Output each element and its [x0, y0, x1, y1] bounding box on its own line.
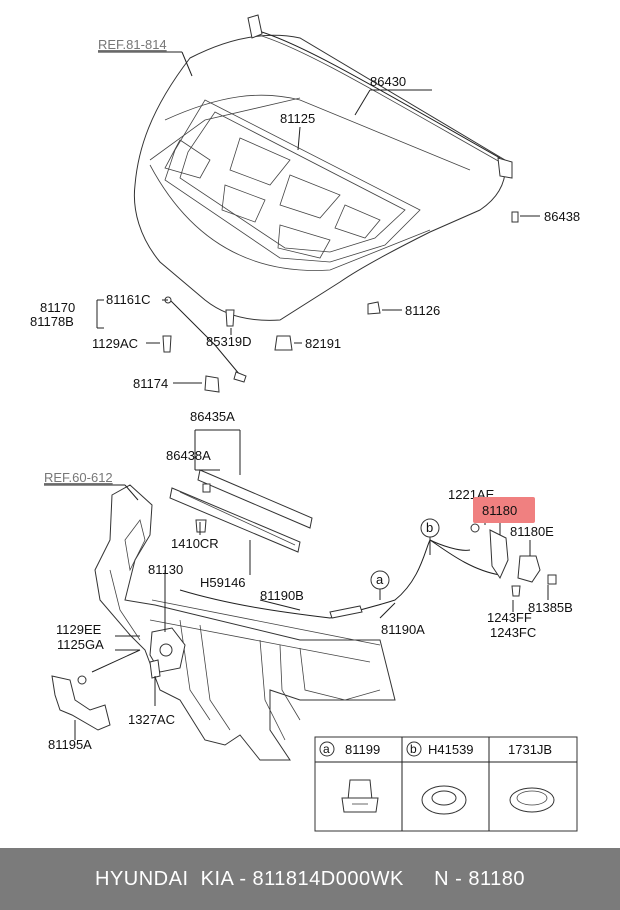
footer-part-number: HYUNDAI KIA - 811814D000WK N - 81180 — [95, 867, 525, 890]
table-letter-b-circle — [406, 741, 422, 757]
ref-panel-label: REF.60-612 — [44, 470, 113, 485]
callout-circle-a — [370, 570, 390, 590]
label-81180e: 81180E — [510, 524, 554, 539]
hood-latch — [149, 627, 186, 679]
side-bracket — [51, 675, 111, 731]
label-1125ga: 1125GA — [57, 637, 104, 652]
label-81385b: 81385B — [528, 600, 573, 615]
callout-a-letter: a — [376, 572, 384, 587]
table-letter-a-circle — [319, 741, 335, 757]
release-cable — [179, 539, 501, 619]
table-letter-a: a — [323, 742, 330, 756]
label-81180: 81180 — [482, 503, 517, 518]
label-1129ac: 1129AC — [92, 336, 138, 351]
callout-circle-b — [420, 518, 440, 538]
table-code-1731jb: 1731JB — [508, 742, 552, 757]
label-81170: 81170 — [40, 300, 75, 315]
label-1243ff: 1243FF — [487, 610, 532, 625]
clip-icon — [341, 779, 379, 813]
release-handle — [470, 523, 557, 597]
hood-panel — [133, 14, 513, 321]
hood-stay-rod — [162, 296, 247, 393]
footer-bar: HYUNDAI KIA - 811814D000WK N - 81180 — [0, 848, 620, 910]
bumper-stop — [225, 211, 519, 351]
parts-table: a 81199 b H41539 1731JB — [314, 736, 578, 832]
label-81161c: 81161C — [106, 292, 151, 307]
label-86435a: 86435A — [190, 409, 235, 424]
label-1327ac: 1327AC — [128, 712, 175, 727]
grommet-icon — [421, 785, 467, 815]
label-81190b: 81190B — [260, 588, 304, 603]
leader-lines — [44, 51, 549, 740]
label-81190a: 81190A — [381, 622, 425, 637]
label-81126: 81126 — [405, 303, 440, 318]
table-code-81199: 81199 — [345, 742, 380, 757]
label-81130: 81130 — [148, 562, 183, 577]
highlight-81180 — [473, 497, 535, 523]
table-letter-b: b — [410, 742, 417, 756]
radiator-support — [94, 484, 396, 761]
label-81195a: 81195A — [48, 737, 92, 752]
ref-hood-label: REF.81-814 — [98, 37, 167, 52]
label-85319d: 85319D — [206, 334, 252, 349]
label-86438: 86438 — [544, 209, 580, 224]
callout-b-letter: b — [426, 520, 433, 535]
label-h59146: H59146 — [200, 575, 246, 590]
label-82191: 82191 — [305, 336, 341, 351]
plug-icon — [509, 787, 555, 813]
label-81125: 81125 — [280, 111, 315, 126]
label-1410cr: 1410CR — [171, 536, 219, 551]
table-code-h41539: H41539 — [428, 742, 474, 757]
label-81178b: 81178B — [30, 314, 74, 329]
label-1243fc: 1243FC — [490, 625, 536, 640]
label-86430: 86430 — [370, 74, 406, 89]
parts-diagram: REF.81-814 REF.60-612 86430 81125 86438 … — [30, 14, 580, 832]
label-86438a: 86438A — [166, 448, 211, 463]
front-seal-strip — [169, 469, 313, 553]
label-1129ee: 1129EE — [56, 622, 102, 637]
label-81174: 81174 — [133, 376, 168, 391]
